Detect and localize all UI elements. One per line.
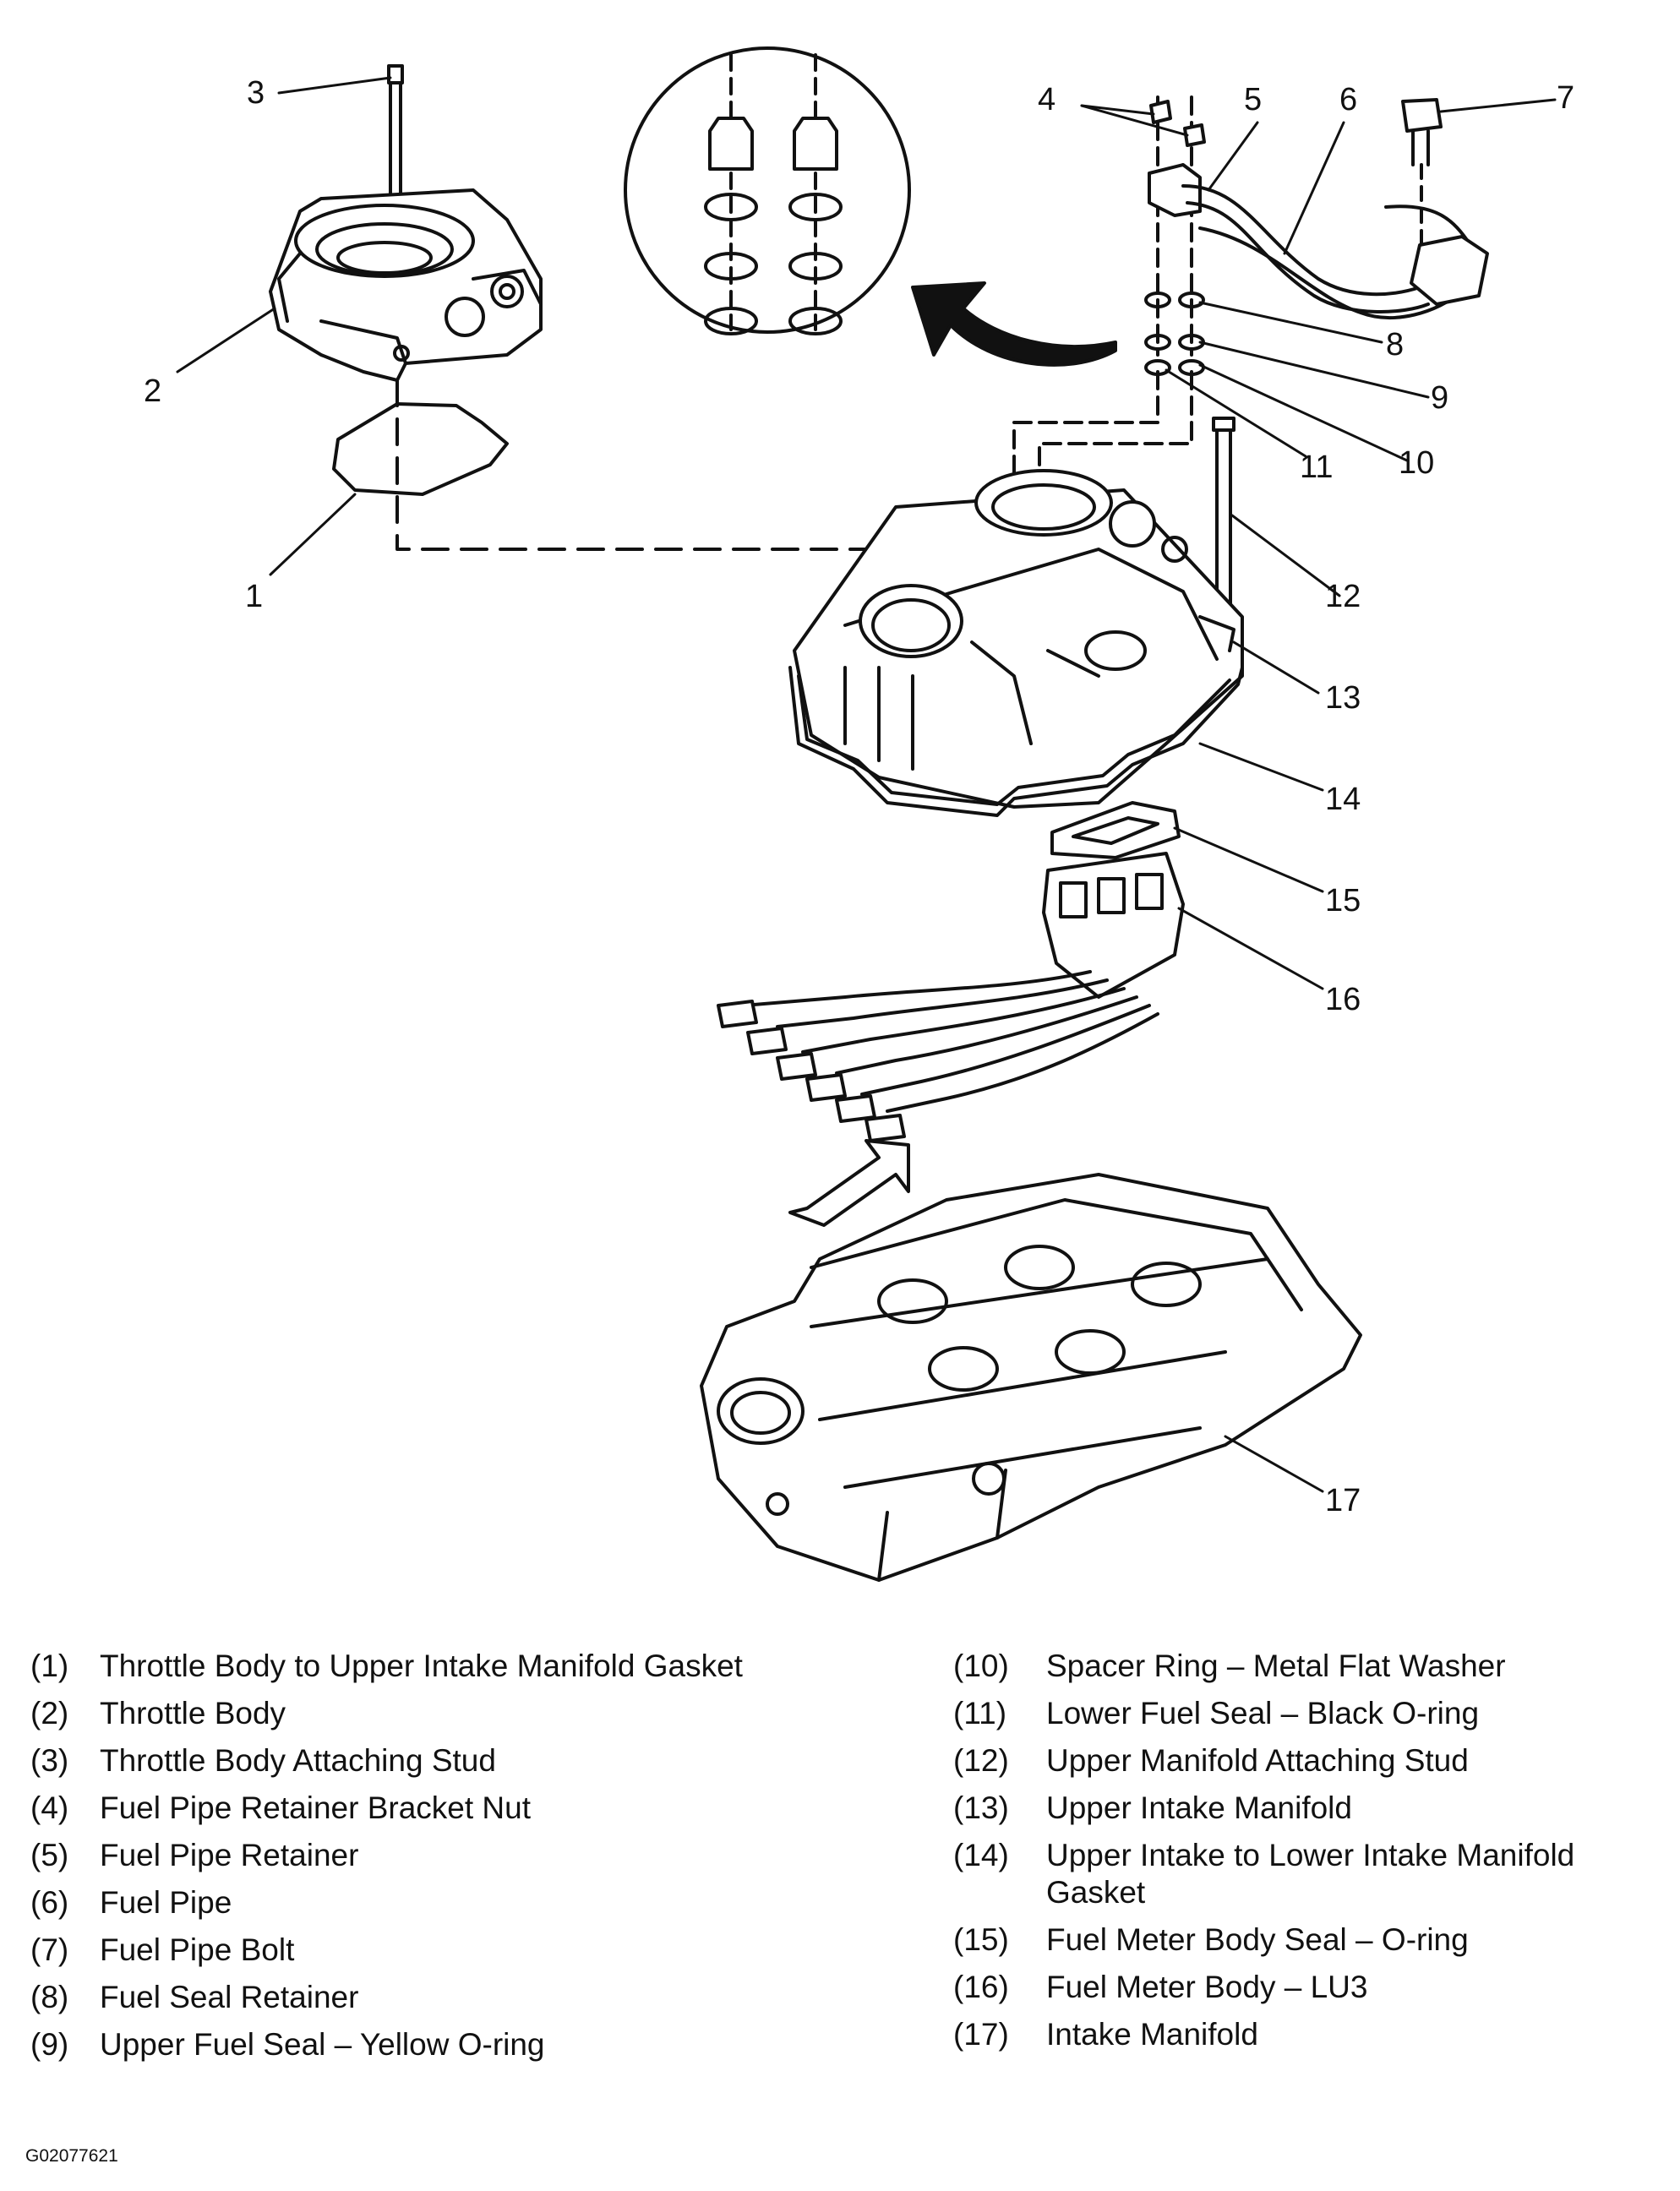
callout-15: 15 [1325, 883, 1361, 918]
legend-item-6: (6) Fuel Pipe [30, 1884, 774, 1921]
fuel-pipe-assembly [1012, 95, 1489, 526]
direction-arrow [788, 1139, 910, 1227]
callout-9: 9 [1431, 380, 1448, 416]
legend-text: Throttle Body to Upper Intake Manifold G… [100, 1649, 743, 1683]
callout-8: 8 [1386, 327, 1404, 362]
legend-text: Lower Fuel Seal – Black O-ring [1046, 1696, 1480, 1730]
legend-text: Fuel Meter Body – LU3 [1046, 1970, 1368, 2004]
legend-text: Fuel Pipe Retainer Bracket Nut [100, 1790, 532, 1825]
legend-num: (12) [953, 1743, 1009, 1778]
callout-11: 11 [1300, 450, 1333, 485]
legend-item-14: (14) Upper Intake to Lower Intake Manifol… [953, 1837, 1672, 1911]
legend-text: Fuel Pipe Bolt [100, 1932, 295, 1967]
legend-text: Upper Intake to Lower Intake Manifold Ga… [1046, 1838, 1575, 1910]
detail-arrow [911, 281, 1117, 367]
upper-intake-gasket-inner [797, 674, 1231, 806]
legend-num: (7) [30, 1932, 69, 1967]
intake-manifold [700, 1173, 1362, 1582]
legend-num: (15) [953, 1922, 1009, 1957]
legend-num: (6) [30, 1885, 69, 1920]
legend-num: (13) [953, 1790, 1009, 1825]
fuel-meter-body [717, 852, 1185, 1142]
callout-12: 12 [1325, 579, 1361, 614]
callout-7: 7 [1557, 80, 1574, 116]
legend-num: (10) [953, 1649, 1009, 1683]
legend-text: Upper Fuel Seal – Yellow O-ring [100, 2027, 545, 2062]
throttle-body [269, 188, 543, 382]
legend-text: Intake Manifold [1046, 2017, 1258, 2052]
exploded-diagram: 3 2 1 4 5 6 7 8 9 10 11 12 13 14 15 16 1… [144, 46, 1574, 1582]
legend-item-2: (2) Throttle Body [30, 1695, 774, 1732]
callout-labels: 3 2 1 4 5 6 7 8 9 10 11 12 13 14 15 16 1… [144, 75, 1574, 1518]
fuel-meter-body-seal [1050, 801, 1181, 859]
legend-num: (1) [30, 1649, 69, 1683]
legend-num: (2) [30, 1696, 69, 1730]
legend-text: Fuel Seal Retainer [100, 1980, 359, 2014]
legend-item-9: (9) Upper Fuel Seal – Yellow O-ring [30, 2026, 774, 2063]
callout-3: 3 [247, 75, 265, 111]
legend-item-7: (7) Fuel Pipe Bolt [30, 1932, 774, 1969]
seal-detail-circle [624, 46, 911, 335]
legend-text: Upper Manifold Attaching Stud [1046, 1743, 1469, 1778]
legend-left-column: (1) Throttle Body to Upper Intake Manifol… [30, 1648, 774, 2074]
fuel-meter-body-seal-inner [1072, 816, 1159, 845]
legend-text: Spacer Ring – Metal Flat Washer [1046, 1649, 1506, 1683]
legend-item-13: (13) Upper Intake Manifold [953, 1790, 1672, 1827]
callout-5: 5 [1244, 82, 1262, 117]
legend-item-3: (3) Throttle Body Attaching Stud [30, 1742, 774, 1780]
callout-2: 2 [144, 373, 161, 409]
callout-17: 17 [1325, 1483, 1361, 1518]
legend-num: (9) [30, 2027, 69, 2062]
legend-num: (3) [30, 1743, 69, 1778]
legend-num: (17) [953, 2017, 1009, 2052]
leader-lines [176, 76, 1557, 1493]
upper-intake-gasket [788, 666, 1244, 817]
throttle-body-gasket [332, 402, 509, 496]
legend-text: Upper Intake Manifold [1046, 1790, 1352, 1825]
legend-item-16: (16) Fuel Meter Body – LU3 [953, 1969, 1672, 2006]
upper-intake-manifold [793, 469, 1244, 809]
legend-item-1: (1) Throttle Body to Upper Intake Manifol… [30, 1648, 774, 1685]
gasket-alignment-line [395, 379, 914, 593]
callout-14: 14 [1325, 782, 1361, 817]
legend-num: (5) [30, 1838, 69, 1872]
legend-num: (16) [953, 1970, 1009, 2004]
legend-item-4: (4) Fuel Pipe Retainer Bracket Nut [30, 1790, 774, 1827]
legend-num: (8) [30, 1980, 69, 2014]
legend-text: Fuel Meter Body Seal – O-ring [1046, 1922, 1469, 1957]
legend-right-column: (10) Spacer Ring – Metal Flat Washer (11)… [953, 1648, 1672, 2063]
legend-item-10: (10) Spacer Ring – Metal Flat Washer [953, 1648, 1672, 1685]
legend-item-15: (15) Fuel Meter Body Seal – O-ring [953, 1921, 1672, 1959]
callout-10: 10 [1399, 445, 1434, 481]
legend-item-5: (5) Fuel Pipe Retainer [30, 1837, 774, 1874]
legend-text: Fuel Pipe Retainer [100, 1838, 359, 1872]
legend-item-17: (17) Intake Manifold [953, 2016, 1672, 2053]
legend-text: Fuel Pipe [100, 1885, 232, 1920]
legend-item-12: (12) Upper Manifold Attaching Stud [953, 1742, 1672, 1780]
legend-num: (14) [953, 1838, 1009, 1872]
legend-item-11: (11) Lower Fuel Seal – Black O-ring [953, 1695, 1672, 1732]
callout-6: 6 [1339, 82, 1357, 117]
callout-4: 4 [1038, 82, 1055, 117]
legend-item-8: (8) Fuel Seal Retainer [30, 1979, 774, 2016]
callout-16: 16 [1325, 982, 1361, 1017]
legend-num: (11) [953, 1696, 1007, 1730]
callout-13: 13 [1325, 680, 1361, 716]
legend-text: Throttle Body Attaching Stud [100, 1743, 496, 1778]
legend-num: (4) [30, 1790, 69, 1825]
legend-text: Throttle Body [100, 1696, 286, 1730]
figure-id: G02077621 [25, 2146, 118, 2166]
callout-1: 1 [245, 579, 263, 614]
